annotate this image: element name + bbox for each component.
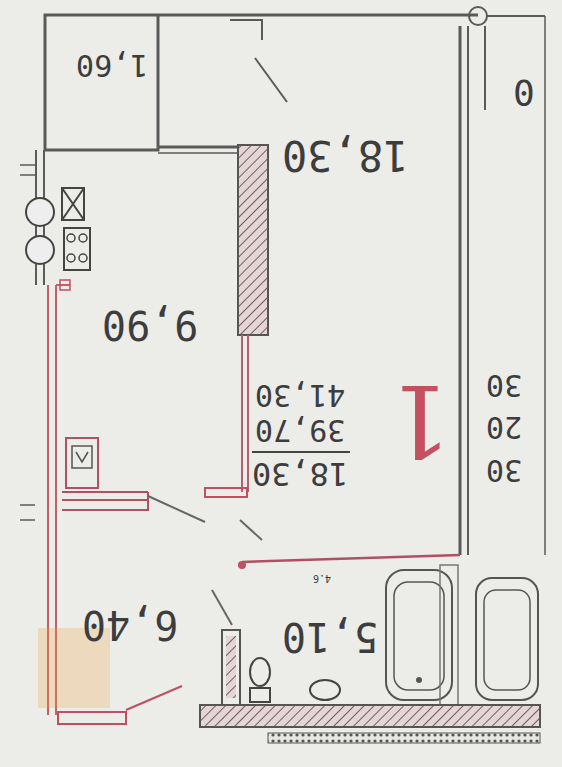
living-area: 39,70 bbox=[255, 415, 345, 445]
plan-line bbox=[242, 555, 460, 562]
plan-line bbox=[76, 452, 88, 462]
plan-line bbox=[60, 280, 70, 290]
plan-line bbox=[67, 234, 75, 242]
plan-line bbox=[310, 680, 340, 700]
plan-line bbox=[238, 145, 268, 335]
plan-line bbox=[226, 636, 236, 698]
plan-line bbox=[476, 578, 538, 700]
total-area: 41,30 bbox=[255, 380, 345, 410]
plan-line bbox=[394, 582, 444, 690]
plan-line bbox=[67, 254, 75, 262]
plan-line bbox=[62, 188, 84, 220]
plan-line bbox=[45, 15, 158, 150]
plan-line bbox=[20, 7, 545, 555]
room-area: 18,30 bbox=[252, 458, 348, 490]
plan-line bbox=[255, 58, 287, 102]
neighbor-area: 30 bbox=[486, 370, 522, 400]
plan-line bbox=[242, 335, 248, 492]
plan-line bbox=[79, 254, 87, 262]
plan-line bbox=[459, 26, 462, 555]
plan-line bbox=[148, 496, 205, 522]
area-label: 5,10 bbox=[282, 617, 378, 657]
neighbor-area: 30 bbox=[486, 455, 522, 485]
plan-line bbox=[72, 446, 92, 468]
plan-line bbox=[484, 590, 530, 690]
plan-line bbox=[56, 284, 70, 286]
plan-line bbox=[64, 228, 90, 270]
plan-line bbox=[484, 26, 486, 110]
plan-line bbox=[58, 712, 126, 724]
plan-line bbox=[469, 7, 487, 25]
plan-line bbox=[79, 234, 87, 242]
area-label: 18,30 bbox=[282, 134, 408, 176]
plan-line bbox=[487, 15, 545, 17]
plan-line bbox=[62, 188, 84, 220]
plan-line bbox=[26, 236, 54, 264]
plan-line bbox=[26, 198, 54, 226]
plan-line bbox=[200, 705, 540, 727]
plan-line bbox=[250, 688, 270, 702]
plan-line bbox=[45, 15, 478, 150]
plan-line bbox=[222, 630, 240, 705]
plan-line bbox=[205, 488, 247, 497]
area-label: 9,90 bbox=[102, 305, 198, 345]
plan-line bbox=[158, 152, 238, 154]
plan-line bbox=[250, 658, 270, 686]
plan-line bbox=[230, 20, 262, 40]
plan-line bbox=[416, 677, 422, 683]
plan-line bbox=[467, 26, 469, 555]
note-text: 4.6 bbox=[313, 573, 331, 583]
area-label: 1,60 bbox=[76, 50, 148, 80]
plan-line bbox=[158, 146, 238, 149]
plan-line bbox=[126, 686, 182, 710]
neighbor-area: 20 bbox=[486, 412, 522, 442]
plan-line bbox=[268, 733, 540, 743]
plan-line bbox=[252, 451, 350, 453]
neighbor-area: 0 bbox=[513, 74, 535, 110]
plan-line bbox=[62, 492, 148, 510]
plan-line bbox=[66, 438, 98, 488]
area-label: 6,40 bbox=[82, 605, 178, 645]
plan-line bbox=[386, 570, 452, 700]
plan-line bbox=[238, 561, 246, 569]
plan-line bbox=[440, 565, 458, 705]
plan-line bbox=[240, 520, 262, 540]
plan-line bbox=[212, 590, 232, 625]
plan-line bbox=[544, 16, 546, 555]
room-number: 1 bbox=[388, 370, 452, 470]
